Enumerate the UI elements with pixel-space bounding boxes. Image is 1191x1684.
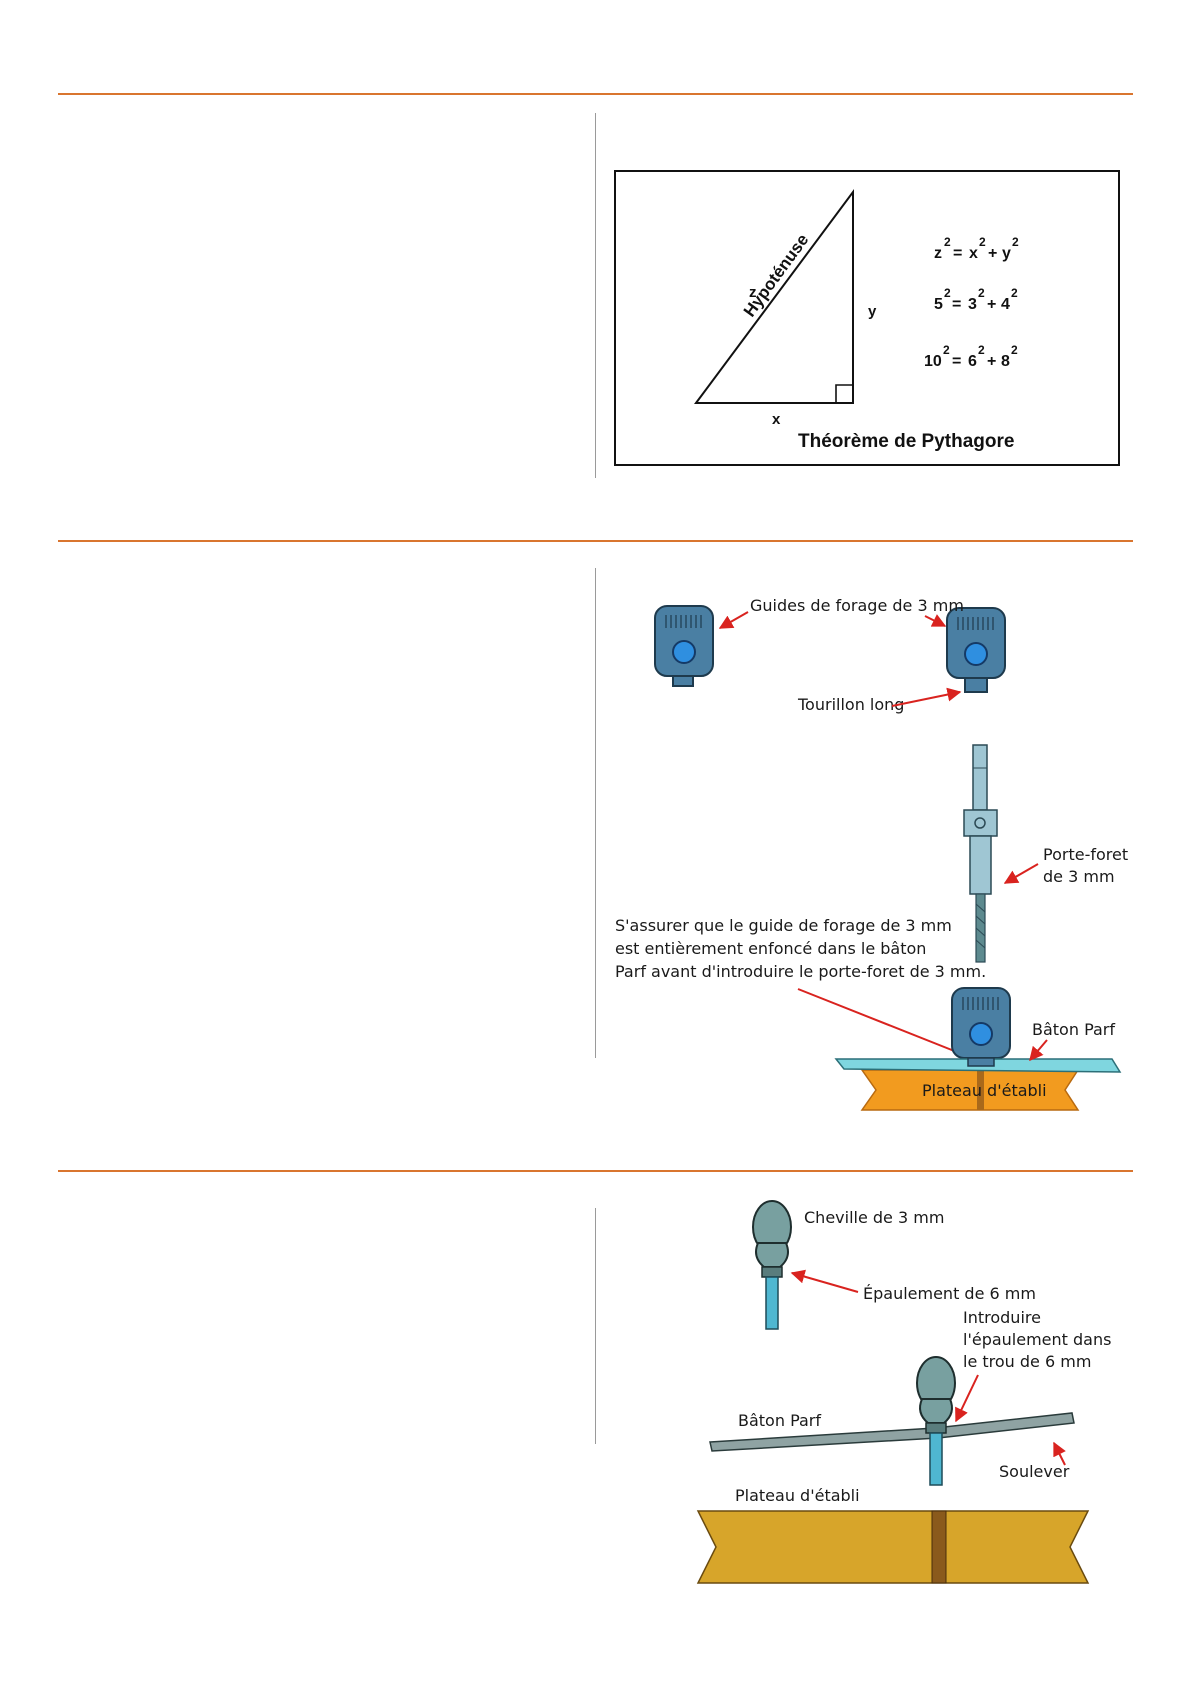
arrow-guide-left	[718, 611, 749, 629]
pythagoras-diagram: Hypoténuse z y x z 2 = x 2 + y 2 5 2 = 3…	[614, 170, 1120, 466]
svg-text:4: 4	[1001, 296, 1010, 313]
cheville-label: Cheville de 3 mm	[804, 1208, 944, 1227]
guide-seat	[967, 1057, 995, 1067]
svg-text:2: 2	[978, 343, 985, 357]
svg-text:+: +	[987, 296, 996, 313]
svg-text:2: 2	[1012, 235, 1019, 249]
arrow-epaulement	[790, 1269, 859, 1293]
svg-text:=: =	[952, 353, 961, 370]
arrow-introduire	[955, 1374, 979, 1423]
cheville-inserted	[916, 1356, 956, 1486]
drill-guide-right	[946, 607, 1006, 693]
cheville-diagram: Cheville de 3 mm Épaulement de 6 mm Intr…	[696, 1200, 1111, 1584]
introduire-line1: Introduire	[963, 1308, 1041, 1327]
figure-caption: Théorème de Pythagore	[798, 431, 1014, 452]
arrow-note	[797, 988, 984, 1064]
tourillon-label: Tourillon long	[797, 695, 904, 714]
svg-text:8: 8	[1001, 353, 1010, 370]
side-y-label: y	[868, 303, 877, 320]
arrow-baton	[1029, 1039, 1048, 1062]
svg-text:6: 6	[968, 353, 977, 370]
section-divider-1	[58, 93, 1133, 95]
introduire-line3: le trou de 6 mm	[963, 1352, 1091, 1371]
epaulement-label: Épaulement de 6 mm	[863, 1284, 1036, 1303]
svg-text:2: 2	[943, 343, 950, 357]
equation-3-4-5: 5 2 = 3 2 + 4 2	[934, 286, 1018, 313]
svg-text:2: 2	[944, 286, 951, 300]
pythagoras-figure: Hypoténuse z y x z 2 = x 2 + y 2 5 2 = 3…	[614, 170, 1120, 466]
plateau-hole	[977, 1070, 984, 1110]
side-x-label: x	[772, 411, 781, 428]
cheville-standalone	[752, 1200, 792, 1330]
note-line1: S'assurer que le guide de forage de 3 mm	[615, 916, 952, 935]
introduire-line2: l'épaulement dans	[963, 1330, 1111, 1349]
drill-guide-inserted	[951, 987, 1011, 1059]
equation-6-8-10: 10 2 = 6 2 + 8 2	[924, 343, 1018, 370]
svg-text:2: 2	[1011, 286, 1018, 300]
svg-text:2: 2	[979, 235, 986, 249]
guides-label: Guides de forage de 3 mm	[750, 596, 964, 615]
soulever-label: Soulever	[999, 1462, 1070, 1481]
svg-text:+: +	[987, 353, 996, 370]
svg-text:10: 10	[924, 353, 942, 370]
equation-general: z 2 = x 2 + y 2	[934, 235, 1019, 262]
porte-foret-label-line1: Porte-foret	[1043, 845, 1128, 864]
arrow-porte-foret	[1003, 863, 1039, 884]
side-z-label: z	[749, 284, 757, 301]
arrow-guide-right	[924, 614, 947, 627]
svg-text:x: x	[969, 245, 978, 262]
section-divider-2	[58, 540, 1133, 542]
svg-text:=: =	[953, 245, 962, 262]
section-divider-3	[58, 1170, 1133, 1172]
column-divider-2	[595, 568, 596, 1058]
plateau-hole	[931, 1510, 947, 1584]
plateau-label: Plateau d'établi	[922, 1081, 1047, 1100]
note-line2: est entièrement enfoncé dans le bâton	[615, 939, 926, 958]
plateau-label: Plateau d'établi	[735, 1486, 860, 1505]
right-triangle	[694, 188, 854, 404]
porte-foret-label-line2: de 3 mm	[1043, 867, 1115, 886]
svg-text:2: 2	[978, 286, 985, 300]
arrow-soulever	[1053, 1441, 1066, 1466]
svg-text:z: z	[934, 245, 942, 262]
drill-holder	[963, 744, 998, 963]
drill-guide-figure: Guides de forage de 3 mm Tourillon long …	[600, 578, 1135, 1120]
right-angle-marker	[835, 384, 853, 403]
svg-text:y: y	[1002, 245, 1011, 262]
svg-text:3: 3	[968, 296, 977, 313]
svg-text:+: +	[988, 245, 997, 262]
plateau-etabli	[696, 1510, 1090, 1584]
note-line3: Parf avant d'introduire le porte-foret d…	[615, 962, 986, 981]
figure-frame	[614, 170, 1120, 466]
baton-label: Bâton Parf	[738, 1411, 821, 1430]
svg-text:2: 2	[1011, 343, 1018, 357]
drill-guide-diagram: Guides de forage de 3 mm Tourillon long …	[615, 596, 1128, 1111]
cheville-figure: Cheville de 3 mm Épaulement de 6 mm Intr…	[660, 1195, 1112, 1590]
arrow-tourillon	[891, 687, 962, 707]
svg-text:2: 2	[944, 235, 951, 249]
column-divider-3	[595, 1208, 596, 1444]
drill-guide-left	[654, 605, 714, 687]
svg-text:5: 5	[934, 296, 943, 313]
svg-text:=: =	[952, 296, 961, 313]
baton-label: Bâton Parf	[1032, 1020, 1115, 1039]
column-divider-1	[595, 113, 596, 478]
